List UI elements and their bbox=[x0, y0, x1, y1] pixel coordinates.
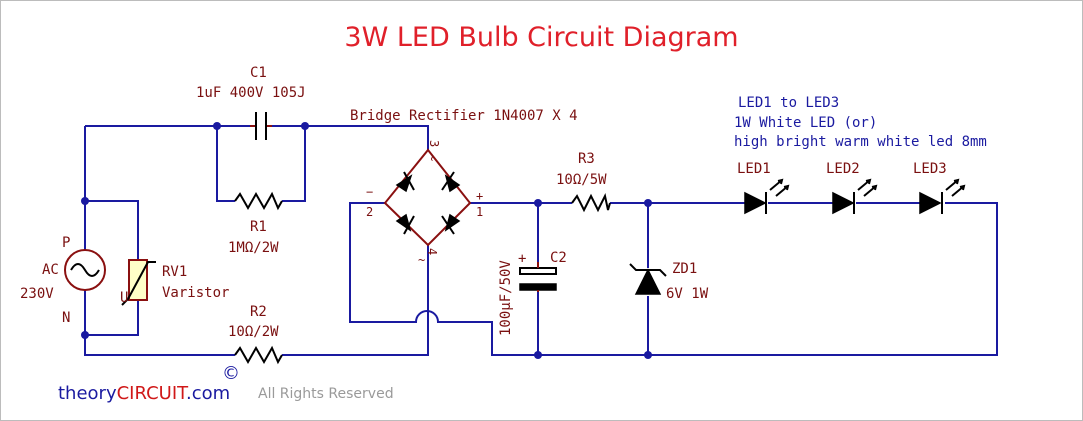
bridge-label: Bridge Rectifier 1N4007 X 4 bbox=[350, 108, 578, 124]
watermark-rights: All Rights Reserved bbox=[258, 386, 394, 402]
bridge-tilde-top: ~ bbox=[425, 154, 439, 161]
c2-value: 100µF/50V bbox=[498, 260, 514, 336]
ac-neutral-label: N bbox=[62, 310, 70, 326]
sine-icon bbox=[70, 263, 100, 277]
bridge-pin2: 2 bbox=[366, 205, 373, 219]
led-note-line1: LED1 to LED3 bbox=[738, 95, 839, 111]
ac-phase-label: P bbox=[62, 235, 70, 251]
diode-symbol bbox=[444, 174, 461, 193]
r2-ref: R2 bbox=[250, 304, 267, 320]
ac-voltage: 230V bbox=[20, 286, 54, 302]
zener-symbol bbox=[634, 268, 662, 295]
rv1-value: Varistor bbox=[162, 285, 229, 301]
junctions bbox=[81, 122, 652, 359]
ac-source: P AC 230V N bbox=[20, 235, 106, 326]
led-note-line3: high bright warm white led 8mm bbox=[734, 134, 987, 150]
led-3: LED3 bbox=[913, 161, 966, 215]
junction-dot bbox=[644, 351, 652, 359]
led-note: LED1 to LED3 1W White LED (or) high brig… bbox=[734, 95, 987, 150]
bridge-minus: − bbox=[366, 185, 373, 199]
led-1: LED1 bbox=[737, 161, 790, 215]
diagram-title: 3W LED Bulb Circuit Diagram bbox=[344, 22, 739, 53]
resistor-r2: R2 10Ω/2W bbox=[228, 304, 283, 365]
c1-ref: C1 bbox=[250, 65, 267, 81]
light-rays-icon bbox=[769, 178, 790, 197]
zd1-value: 6V 1W bbox=[666, 286, 709, 302]
watermark-prefix: theory bbox=[58, 383, 117, 404]
wire-shunts bbox=[537, 203, 649, 355]
bridge-rectifier: Bridge Rectifier 1N4007 X 4 − 2 + 1 3 ~ … bbox=[350, 108, 578, 267]
wire-varistor bbox=[85, 200, 139, 336]
wire-top bbox=[85, 125, 429, 202]
bridge-plus: + bbox=[476, 189, 483, 203]
varistor-rv1: U RV1 Varistor bbox=[120, 259, 229, 306]
wire-return bbox=[349, 202, 998, 356]
r3-ref: R3 bbox=[578, 151, 595, 167]
capacitor-c1: C1 1uF 400V 105J bbox=[196, 65, 306, 140]
bridge-pin4: 4 bbox=[425, 248, 439, 255]
bridge-tilde-bottom: ~ bbox=[418, 253, 425, 267]
junction-dot bbox=[81, 331, 89, 339]
c2-polarity: + bbox=[518, 251, 526, 267]
junction-dot bbox=[213, 122, 221, 130]
led-chain: LED1 LED2 LED3 bbox=[737, 161, 966, 215]
watermark-suffix: .com bbox=[186, 383, 230, 404]
diode-symbol bbox=[395, 213, 412, 232]
led-2: LED2 bbox=[826, 161, 878, 215]
watermark-copyright: © bbox=[222, 363, 240, 384]
rv1-u-mark: U bbox=[120, 290, 128, 306]
r2-value: 10Ω/2W bbox=[228, 324, 279, 340]
junction-dot bbox=[644, 199, 652, 207]
led1-ref: LED1 bbox=[737, 161, 771, 177]
junction-dot bbox=[534, 351, 542, 359]
led3-ref: LED3 bbox=[913, 161, 947, 177]
ac-label: AC bbox=[42, 262, 59, 278]
watermark-logo: theoryCIRCUIT.com bbox=[58, 383, 230, 404]
capacitor-c2: + C2 100µF/50V bbox=[498, 250, 567, 336]
light-rays-icon bbox=[945, 178, 966, 197]
rv1-ref: RV1 bbox=[162, 264, 187, 280]
wire-ac-loop bbox=[84, 126, 429, 356]
watermark-brand: CIRCUIT bbox=[117, 383, 190, 404]
junction-dot bbox=[534, 199, 542, 207]
bridge-pin1: 1 bbox=[476, 205, 483, 219]
c1-value: 1uF 400V 105J bbox=[196, 85, 306, 101]
resistor-r3: R3 10Ω/5W bbox=[556, 151, 611, 213]
light-rays-icon bbox=[857, 178, 878, 197]
wires bbox=[84, 125, 998, 356]
watermark: © theoryCIRCUIT.com All Rights Reserved bbox=[58, 363, 394, 404]
bridge-pin3: 3 bbox=[427, 140, 441, 147]
junction-dot bbox=[81, 197, 89, 205]
junction-dot bbox=[301, 122, 309, 130]
zd1-ref: ZD1 bbox=[672, 261, 697, 277]
resistor-r1: R1 1MΩ/2W bbox=[228, 191, 283, 256]
led-note-line2: 1W White LED (or) bbox=[734, 115, 877, 131]
r3-value: 10Ω/5W bbox=[556, 172, 607, 188]
r1-ref: R1 bbox=[250, 219, 267, 235]
r1-value: 1MΩ/2W bbox=[228, 240, 279, 256]
zener-zd1: ZD1 6V 1W bbox=[629, 261, 709, 302]
c2-ref: C2 bbox=[550, 250, 567, 266]
led2-ref: LED2 bbox=[826, 161, 860, 177]
